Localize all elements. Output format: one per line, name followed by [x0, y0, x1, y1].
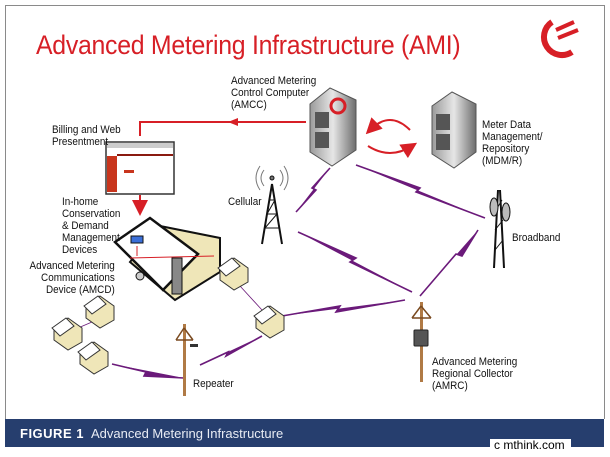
amcc-mdm-arrow-top — [365, 117, 411, 135]
link-house-repeater — [111, 363, 185, 379]
house-icon — [253, 305, 285, 339]
link-house-amrc — [281, 299, 406, 317]
figure-number: FIGURE 1 — [20, 426, 84, 441]
neighbor-houses — [51, 257, 285, 375]
billing-web-page-icon — [105, 141, 175, 195]
amrc-pole-icon — [411, 302, 432, 382]
billing-label: Billing and Web Presentment — [52, 124, 121, 148]
diagram-title: Advanced Metering Infrastructure (AMI) — [36, 30, 461, 60]
mthink-logo-icon — [541, 19, 579, 59]
figure-caption: Advanced Metering Infrastructure — [91, 426, 284, 441]
amcc-label: Advanced Metering Control Computer (AMCC… — [231, 75, 317, 111]
wireless-links — [77, 164, 486, 379]
link-amcc-broadband — [355, 164, 486, 219]
cellular-label: Cellular — [228, 196, 262, 208]
house-icon — [217, 257, 249, 291]
cellular-tower-icon — [255, 165, 289, 245]
amcd-label: Advanced Metering Communications Device … — [29, 260, 116, 296]
figure-caption-bar: FIGURE 1 Advanced Metering Infrastructur… — [5, 419, 604, 447]
amcc-server-icon — [309, 87, 357, 167]
house-icon — [77, 341, 109, 375]
link-broadband-amrc — [419, 229, 479, 297]
mdm-label: Meter Data Management/ Repository (MDM/R… — [482, 119, 543, 167]
source-credit: c mthink.com — [490, 439, 571, 452]
amcd-house-icon — [113, 216, 221, 302]
house-icon — [51, 317, 83, 351]
broadband-tower-icon — [489, 189, 511, 269]
billing-link-arrow — [139, 118, 306, 136]
amcc-mdm-arrow-bottom — [367, 142, 418, 159]
broadband-label: Broadband — [512, 232, 561, 244]
mdm-server-icon — [431, 91, 477, 169]
repeater-pole-icon — [175, 324, 198, 396]
link-repeater-house — [199, 335, 263, 366]
house-icon — [83, 295, 115, 329]
amrc-label: Advanced Metering Regional Collector (AM… — [432, 356, 518, 392]
link-cellular-amrc — [297, 231, 413, 293]
inhome-label: In-home Conservation & Demand Management… — [62, 196, 121, 256]
link-amcc-cellular — [295, 167, 331, 213]
repeater-label: Repeater — [193, 378, 234, 390]
